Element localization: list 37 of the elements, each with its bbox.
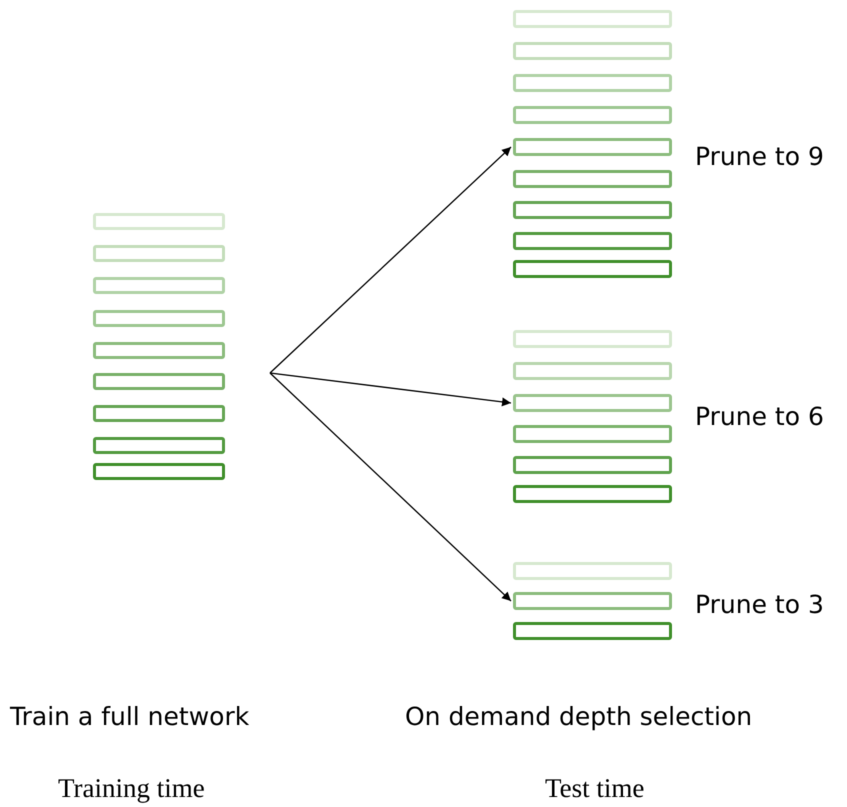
layer-bar: [513, 260, 672, 278]
layer-bar: [93, 213, 225, 230]
arrow: [270, 372, 512, 406]
caption-text: Train a full network: [10, 702, 250, 731]
layer-bar: [513, 170, 672, 188]
layer-bar: [513, 394, 672, 412]
caption-text: On demand depth selection: [405, 702, 752, 731]
arrow: [270, 146, 512, 374]
layer-bar: [513, 622, 672, 640]
layer-bar: [513, 485, 672, 503]
layer-bar: [513, 106, 672, 124]
stack-label: Prune to 3: [695, 590, 824, 619]
layer-bar: [93, 245, 225, 262]
layer-bar: [93, 342, 225, 359]
arrow: [270, 372, 512, 602]
layer-bar: [513, 74, 672, 92]
stack-label: Prune to 6: [695, 402, 824, 431]
layer-bar: [93, 373, 225, 390]
layer-bar: [93, 463, 225, 480]
layer-bar: [513, 330, 672, 348]
phase-label: Test time: [545, 773, 644, 804]
layer-bar: [513, 138, 672, 156]
layer-bar: [513, 232, 672, 250]
layer-bar: [513, 425, 672, 443]
layer-bar: [513, 362, 672, 380]
layer-bar: [93, 310, 225, 327]
layer-bar: [513, 562, 672, 580]
layer-bar: [513, 592, 672, 610]
layer-bar: [93, 405, 225, 422]
layer-bar: [93, 277, 225, 294]
stack-label: Prune to 9: [695, 142, 824, 171]
layer-bar: [513, 201, 672, 219]
layer-bar: [513, 456, 672, 474]
layer-bar: [93, 437, 225, 454]
layer-bar: [513, 10, 672, 28]
phase-label: Training time: [58, 773, 205, 804]
layer-bar: [513, 42, 672, 60]
